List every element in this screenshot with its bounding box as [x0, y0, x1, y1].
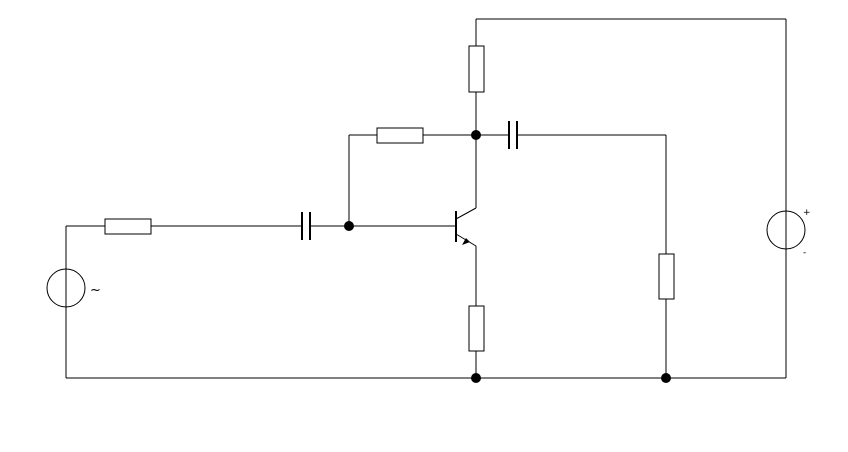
- ac-source: ~: [46, 268, 101, 308]
- input-resistor: [104, 218, 152, 235]
- load-resistor: [658, 253, 675, 300]
- load-ground-junction: [661, 373, 671, 383]
- output-capacitor: [508, 121, 518, 149]
- input-capacitor: [301, 212, 311, 240]
- npn-transistor: [455, 207, 477, 247]
- collector-resistor: [468, 45, 485, 93]
- emitter-ground-junction: [471, 373, 481, 383]
- transistor-collector-lead: [455, 207, 477, 220]
- feedback-resistor: [376, 127, 424, 144]
- base-junction: [344, 221, 354, 231]
- junctions: [344, 130, 671, 383]
- dc-source: + -: [766, 208, 811, 258]
- dc-source-plus-label: +: [803, 208, 811, 218]
- ac-source-symbol: ~: [90, 283, 101, 298]
- collector-junction: [471, 130, 481, 140]
- emitter-resistor: [468, 305, 485, 352]
- transistor-emitter-arrow: [462, 238, 470, 245]
- wires: [65, 18, 787, 379]
- dc-source-minus-label: -: [803, 248, 806, 258]
- resistors: [104, 45, 675, 352]
